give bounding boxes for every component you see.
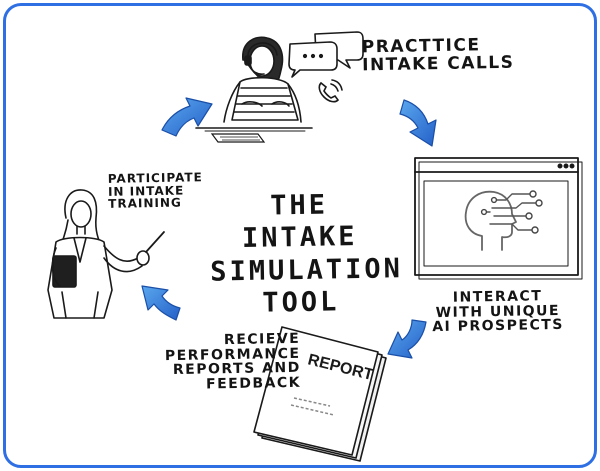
phone-icon <box>318 79 343 103</box>
title-line: THE INTAKE <box>241 189 358 255</box>
step-label-receive: RECIEVE PERFORMANCE REPORTS AND FEEDBACK <box>164 331 302 393</box>
step-line: TRAINING <box>108 195 182 212</box>
step-line: INTAKE CALLS <box>361 52 515 76</box>
title-line: SIMULATION <box>210 252 404 288</box>
step-line: FEEDBACK <box>205 374 302 393</box>
step-label-practice: PRACTTICE INTAKE CALLS <box>361 35 515 76</box>
step-line: AI PROSPECTS <box>432 317 565 336</box>
step-label-training: PARTICIPATE IN INTAKE TRAINING <box>108 170 204 212</box>
presenter-woman-icon <box>47 189 165 319</box>
keyboard-icon <box>210 133 266 143</box>
ai-head-browser-icon <box>414 157 583 280</box>
title-line: TOOL <box>262 286 340 319</box>
diagram-title: THE INTAKE SIMULATION TOOL <box>209 188 404 321</box>
cycle-arrow-icon <box>141 97 437 359</box>
step-label-interact: INTERACT WITH UNIQUE AI PROSPECTS <box>432 288 565 336</box>
chat-bubbles-icon <box>288 31 364 78</box>
report-document-icon <box>253 326 387 462</box>
headset-agent-icon <box>195 36 313 132</box>
